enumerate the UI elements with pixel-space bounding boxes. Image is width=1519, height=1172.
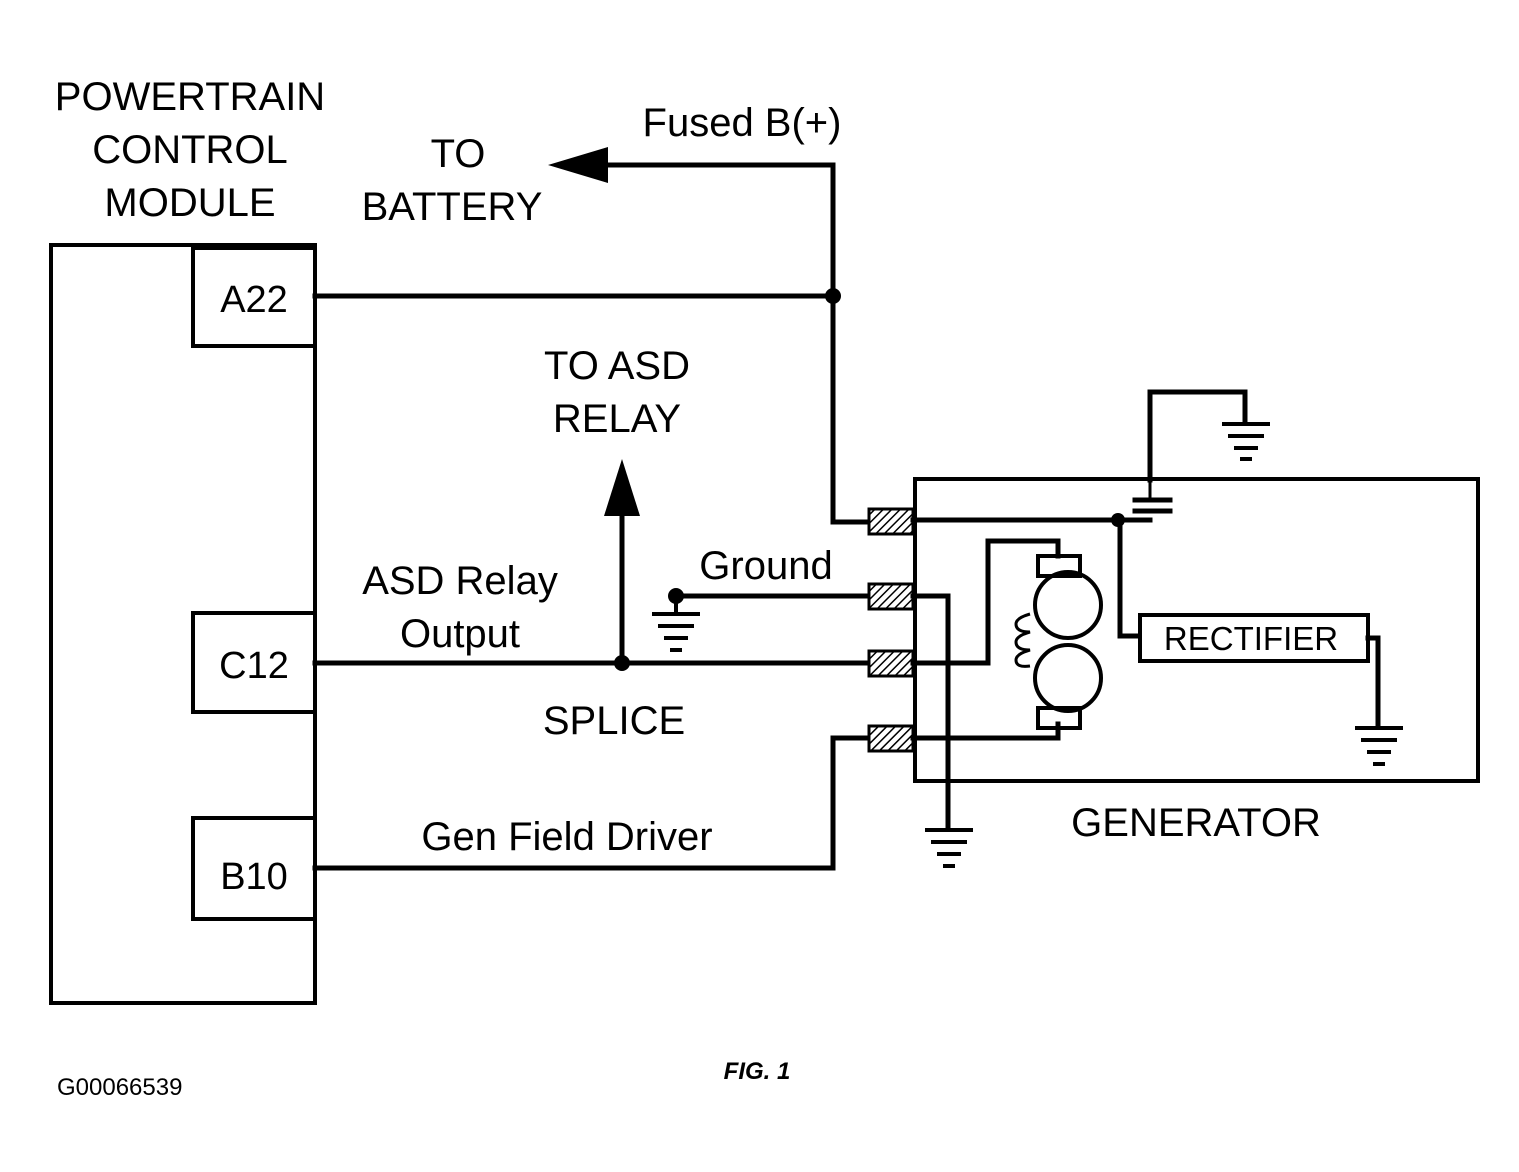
field-wire-upper — [910, 538, 1061, 666]
generator-box — [913, 477, 1480, 783]
generator-ground-wire — [910, 593, 951, 829]
to-asd-relay-line-2: RELAY — [553, 397, 681, 441]
to-battery-arrow — [548, 147, 608, 183]
splice-label: SPLICE — [543, 699, 685, 743]
ground-symbol-generator-bottom — [925, 828, 973, 868]
generator-label: GENERATOR — [1071, 801, 1321, 845]
image-code: G00066539 — [57, 1074, 182, 1101]
connector-terminal-4 — [867, 724, 915, 753]
capacitor-ground-wire — [1147, 389, 1248, 483]
pin-label-b10: B10 — [220, 856, 288, 898]
ground-symbol-rectifier — [1355, 726, 1403, 766]
figure-label: FIG. 1 — [724, 1058, 791, 1085]
pcm-title-line-1: POWERTRAIN — [55, 75, 325, 119]
pcm-title: POWERTRAIN CONTROL MODULE — [55, 75, 325, 225]
gen-field-driver-label: Gen Field Driver — [421, 815, 712, 859]
a22-junction-dot — [825, 288, 841, 304]
connector-terminal-3 — [867, 649, 915, 678]
asd-relay-output-line-2: Output — [400, 612, 520, 656]
connector-terminal-2 — [867, 582, 915, 611]
ground-symbol-capacitor — [1222, 422, 1270, 461]
to-battery-line-2: BATTERY — [362, 185, 543, 229]
brush-upper — [1036, 554, 1082, 578]
pin-label-a22: A22 — [220, 279, 288, 321]
rectifier-ground-wire — [1365, 635, 1381, 727]
to-asd-relay-arrow — [604, 459, 640, 516]
to-asd-relay-line-1: TO ASD — [544, 344, 690, 388]
rectifier-label: RECTIFIER — [1164, 620, 1338, 657]
pin-label-c12: C12 — [219, 645, 289, 687]
slip-ring-lower — [1033, 643, 1103, 713]
fused-b-wire — [603, 162, 876, 525]
pcm-title-line-3: MODULE — [104, 181, 275, 225]
ground-symbol-ground-wire — [652, 596, 700, 652]
ground-label: Ground — [699, 544, 832, 588]
connector-terminal-1 — [867, 507, 915, 536]
asd-relay-output-line-1: ASD Relay — [362, 559, 558, 603]
slip-ring-upper — [1033, 570, 1103, 640]
to-battery-line-1: TO — [431, 132, 486, 176]
pcm-title-line-2: CONTROL — [92, 128, 288, 172]
rectifier-feed-wire — [1117, 517, 1143, 639]
splice-dot — [614, 655, 630, 671]
fused-b-plus-label: Fused B(+) — [643, 101, 842, 145]
b10-wire — [312, 735, 876, 871]
field-coil-icon — [1014, 612, 1031, 668]
